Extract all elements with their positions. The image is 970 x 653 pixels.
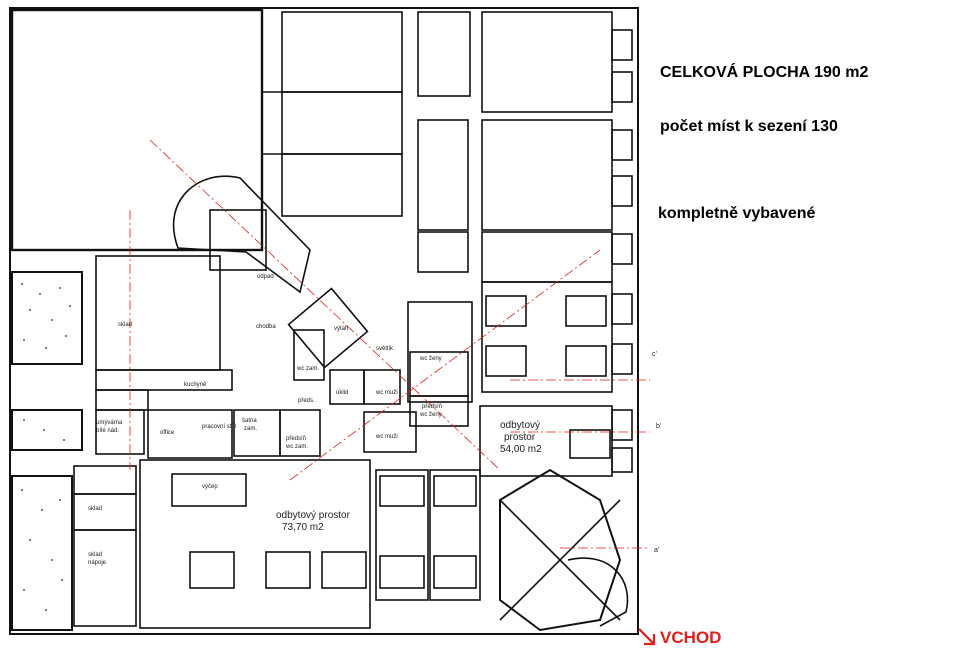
- seats-text: počet míst k sezení 130: [660, 118, 838, 135]
- label-odbytovy-1-area: 73,70 m2: [282, 522, 324, 533]
- label-office: office: [160, 430, 175, 436]
- label-umyvarna-2: bílé nád.: [96, 428, 119, 434]
- label-wc-muzi-2: wc muži: [375, 434, 398, 440]
- walls: [9, 7, 639, 635]
- label-predsin-3: předs.: [298, 398, 315, 404]
- label-umyvarna-1: umývárna: [96, 420, 123, 426]
- label-kuchyne: kuchyně: [184, 382, 207, 388]
- total-area-text: CELKOVÁ PLOCHA 190 m2: [660, 64, 869, 81]
- label-uklid: úklid: [336, 390, 348, 396]
- label-sklad-napoje-2: nápoje: [88, 560, 107, 566]
- label-wc-muzi-1: wc muži: [375, 390, 398, 396]
- entrance-arrow-icon: [638, 628, 656, 646]
- label-satna-1: šatna: [242, 418, 257, 424]
- label-odbytovy-2b: prostor: [504, 432, 536, 443]
- hatch-pattern: [21, 283, 71, 611]
- label-odpad: odpad: [257, 274, 274, 280]
- label-vycep: výčep: [202, 484, 218, 490]
- label-chodba: chodba: [256, 324, 276, 330]
- label-predsin-wc-zeny-1: předsíň: [422, 404, 442, 410]
- label-wc-zam: wc zam.: [296, 366, 319, 372]
- label-satna-2: zam.: [244, 426, 257, 432]
- label-svetlik: světlík: [376, 346, 394, 352]
- label-sklad-1: sklad: [118, 322, 132, 328]
- label-pracovni-stul: pracovní stůl: [202, 423, 236, 430]
- section-mark-b: b': [656, 423, 661, 430]
- label-predsin-1: předsíň: [286, 436, 306, 442]
- label-sklad-2: sklad: [88, 506, 102, 512]
- label-odbytovy-2a: odbytový: [500, 420, 540, 431]
- label-predsin-wc-zeny-2: wc ženy: [419, 412, 442, 418]
- equipped-text: kompletně vybavené: [658, 205, 816, 222]
- label-wc-zeny: wc ženy: [419, 356, 442, 362]
- label-vytah: výtah: [334, 326, 348, 332]
- label-odbytovy-1: odbytový prostor: [276, 510, 351, 521]
- section-mark-a: a': [654, 547, 659, 554]
- entrance-label: VCHOD: [660, 628, 722, 647]
- label-predsin-2: wc zam.: [285, 444, 308, 450]
- label-sklad-napoje-1: sklad: [88, 552, 102, 558]
- label-odbytovy-2-area: 54,00 m2: [500, 444, 542, 455]
- section-mark-c: c': [652, 351, 657, 358]
- section-lines: [129, 139, 650, 549]
